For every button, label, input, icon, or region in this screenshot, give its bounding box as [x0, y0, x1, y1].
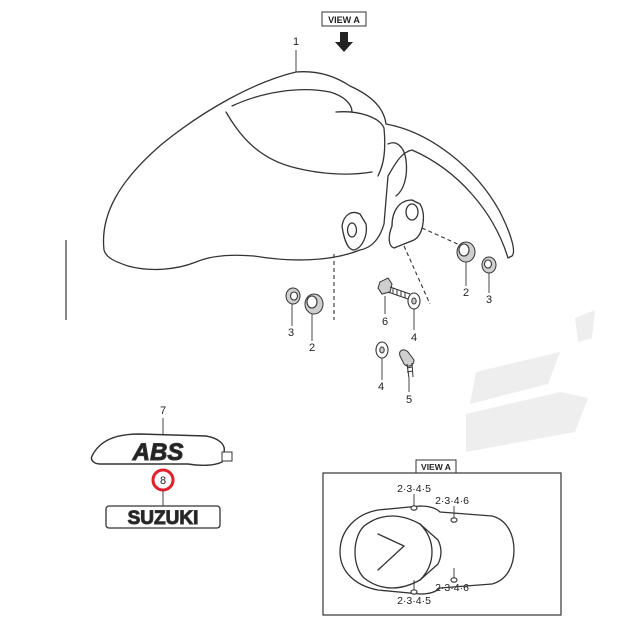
suzuki-emblem: SUZUKI [105, 505, 221, 530]
bolt-6 [377, 277, 411, 300]
inset-ref-bottom-left: 2·3·4·5 [397, 595, 431, 607]
washer-4-lower [375, 341, 389, 359]
inset-ref-top-left: 2·3·4·5 [397, 483, 431, 495]
spacer-right [456, 241, 476, 263]
suzuki-emblem-text: SUZUKI [128, 508, 199, 529]
callout-7: 7 [160, 405, 166, 417]
view-a-indicator: VIEW A [321, 11, 367, 52]
callout-2-right: 2 [463, 287, 469, 299]
callout-3-right: 3 [486, 294, 492, 306]
callout-3-left: 3 [288, 327, 294, 339]
inset-ref-bottom-right: 2·3·4·6 [435, 582, 469, 594]
inset-ref-top-right: 2·3·4·6 [435, 495, 469, 507]
view-a-arrow [335, 32, 353, 52]
view-a-inset: VIEW A 2·3·4·5 2·3·4·6 2·3·4·6 2·3·4·5 [322, 459, 562, 616]
inset-view-a-label: VIEW A [421, 462, 451, 472]
washer-left [285, 287, 301, 305]
washer-right [481, 256, 497, 274]
watermark-logo [466, 310, 595, 452]
callout-2-left: 2 [309, 342, 315, 354]
callout-8: 8 [160, 475, 166, 487]
callout-4-upper: 4 [411, 332, 417, 344]
abs-emblem: ABS [90, 433, 233, 467]
callout-5: 5 [406, 394, 412, 406]
spacer-left [304, 293, 324, 315]
washer-4-upper [407, 292, 421, 310]
callout-4-lower: 4 [378, 381, 384, 393]
screw-5 [399, 349, 415, 379]
view-a-label: VIEW A [328, 15, 360, 25]
abs-emblem-text: ABS [132, 439, 184, 466]
inset-frame [322, 472, 562, 616]
callout-8-highlight: 8 [151, 468, 175, 492]
callout-6: 6 [382, 316, 388, 328]
front-fender [102, 71, 515, 271]
callout-1: 1 [293, 36, 299, 48]
assembly-guides [333, 227, 463, 320]
